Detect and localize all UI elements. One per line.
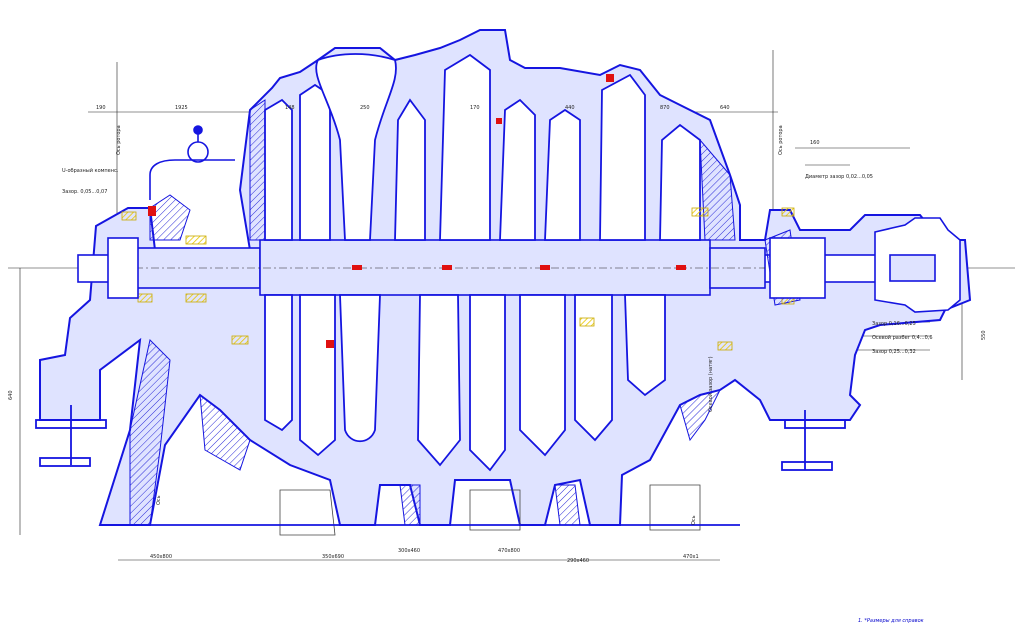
dim-top-2: 148	[285, 105, 295, 111]
dim-top-8: 640	[720, 105, 730, 111]
dim-top-4: 170	[470, 105, 480, 111]
label-gap-right-1: Зазор 0,16...0,25	[872, 321, 916, 327]
dim-top-1: 1925	[175, 105, 188, 111]
dim-bottom-5: 470x1	[683, 554, 699, 560]
label-gap-left: Зазор. 0,05...0,07	[62, 189, 107, 195]
dim-bottom-1: 350x690	[322, 554, 344, 560]
bearings	[107, 217, 961, 313]
dim-top-7: 160	[810, 140, 820, 146]
dim-top-3: 250	[360, 105, 370, 111]
dimension-text: 190 1925 148 250 170 440 870 160 640 450…	[8, 105, 987, 564]
foundation	[35, 405, 846, 536]
labyrinth-seals	[121, 207, 795, 351]
dim-top-6: 870	[660, 105, 670, 111]
dim-top-0: 190	[96, 105, 106, 111]
dim-bottom-2: 300x460	[398, 548, 420, 554]
label-gap-right-3: Зазор 0,25...0,32	[872, 349, 916, 355]
label-axis-right: Ось ротора	[778, 125, 784, 155]
annotations: U-образный компенс. Зазор. 0,05...0,07 Д…	[62, 125, 933, 525]
rotor-disks	[264, 53, 701, 241]
dim-bottom-3: 470x800	[498, 548, 520, 554]
label-u-loop: U-образный компенс.	[62, 167, 119, 174]
footnote: 1. *Размеры для справок	[858, 618, 924, 624]
dim-left: 640	[8, 390, 14, 400]
dim-bottom-4: 290x460	[567, 558, 589, 564]
label-gap-right-2: Осевой разбег 0,4...0,6	[872, 334, 933, 341]
label-vertical-left: Ось	[156, 495, 162, 505]
rotor-disks-lower	[264, 294, 666, 472]
label-steam-note: Осевой зазор (натяг)	[707, 356, 714, 412]
label-gap-right-top: Диаметр зазор 0,02...0,05	[805, 174, 873, 180]
dim-right: 550	[981, 330, 987, 340]
label-axis-left: Ось ротора	[116, 125, 122, 155]
red-markers	[148, 74, 686, 348]
steam-pipe	[149, 125, 235, 200]
label-vertical-right: Ось	[691, 515, 697, 525]
dim-top-5: 440	[565, 105, 575, 111]
dim-bottom-0: 450x800	[150, 554, 172, 560]
